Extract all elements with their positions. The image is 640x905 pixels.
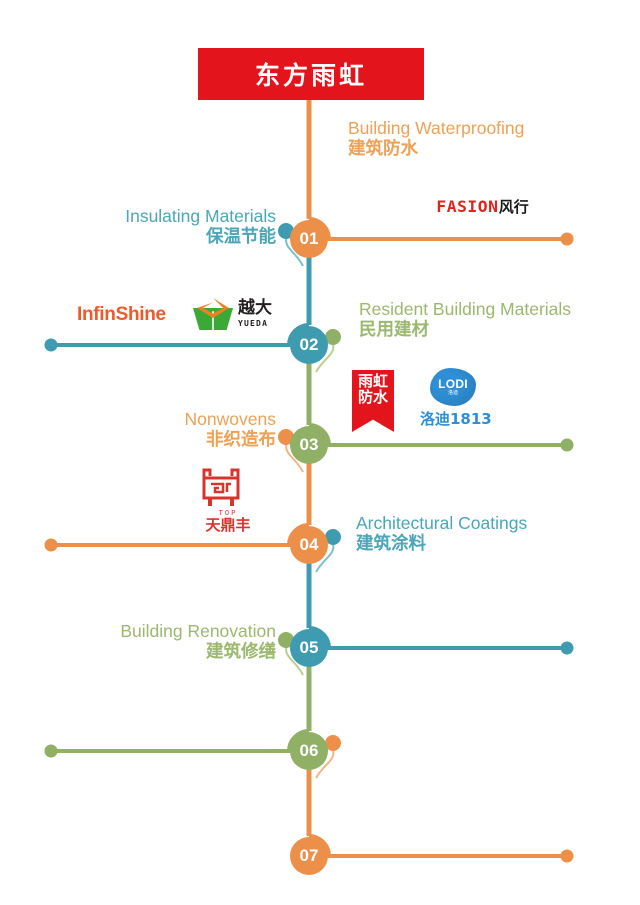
endpoint-dot-03 bbox=[560, 438, 574, 452]
elbow-04 bbox=[51, 523, 310, 547]
logo-yueda-cn: 越大 bbox=[238, 298, 272, 318]
logo-lodi-cn: 洛迪1813 bbox=[420, 410, 492, 428]
label-cn-03: 民用建材 bbox=[359, 320, 429, 341]
logo-lodi-mark-sub: 洛迪 bbox=[447, 390, 458, 396]
endpoint-dot-02 bbox=[44, 338, 58, 352]
label-insulating-materials: Insulating Materials 保温节能 bbox=[125, 206, 276, 249]
endpoint-dot-04 bbox=[44, 538, 58, 552]
logo-yuhong-cn-line2: 防水 bbox=[357, 387, 388, 406]
timeline-node-04[interactable]: 04 bbox=[290, 526, 328, 564]
logo-fasion: FASION 风行 bbox=[436, 196, 529, 217]
satellite-dot-06 bbox=[325, 735, 341, 751]
satellite-dot-02 bbox=[325, 329, 341, 345]
timeline-node-03[interactable]: 03 bbox=[290, 426, 328, 464]
label-en-01: Building Waterproofing bbox=[348, 118, 525, 138]
timeline-node-02[interactable]: 02 bbox=[290, 326, 328, 364]
brand-title-text: 东方雨虹 bbox=[254, 61, 367, 90]
label-en-04: Nonwovens bbox=[184, 409, 276, 429]
endpoint-dot-07 bbox=[560, 849, 574, 863]
node-number-07: 07 bbox=[299, 846, 319, 865]
label-building-waterproofing: Building Waterproofing 建筑防水 bbox=[348, 118, 524, 161]
label-architectural-coatings: Architectural Coatings 建筑涂料 bbox=[356, 513, 527, 556]
logo-yueda-latin: YUEDA bbox=[238, 319, 269, 328]
yueda-cube-icon bbox=[191, 296, 235, 332]
logo-tiandingfeng: TOP 天鼎丰 bbox=[196, 468, 260, 534]
label-en-06: Building Renovation bbox=[120, 621, 276, 641]
elbow-05 bbox=[308, 626, 567, 650]
logo-infinshine-text: InfinShine bbox=[77, 304, 166, 325]
label-building-renovation: Building Renovation 建筑修缮 bbox=[120, 621, 276, 664]
lodi-badge-icon: LODI 洛迪 bbox=[430, 368, 476, 406]
timeline-node-06[interactable]: 06 bbox=[290, 732, 328, 770]
node-number-06: 06 bbox=[299, 741, 319, 760]
logo-yuhong-waterproof: 雨虹 防水 bbox=[352, 370, 394, 432]
label-resident-building-materials: Resident Building Materials 民用建材 bbox=[359, 299, 571, 342]
logo-fasion-cn: 风行 bbox=[498, 198, 529, 216]
logo-lodi: LODI 洛迪 洛迪1813 bbox=[420, 368, 492, 429]
satellite-dot-04 bbox=[325, 529, 341, 545]
node-number-01: 01 bbox=[299, 229, 319, 248]
logo-lodi-latin: LODI bbox=[438, 377, 468, 391]
label-cn-05: 建筑涂料 bbox=[356, 534, 426, 555]
logo-yueda: 越大 YUEDA bbox=[191, 296, 272, 332]
label-cn-06: 建筑修缮 bbox=[206, 642, 276, 663]
logo-tiandingfeng-latin: TOP bbox=[218, 509, 238, 517]
brand-title-box: 东方雨虹 bbox=[198, 48, 424, 100]
label-cn-02: 保温节能 bbox=[206, 227, 276, 248]
elbow-03 bbox=[308, 423, 567, 447]
ding-vessel-icon bbox=[196, 468, 260, 508]
yuhong-ribbon-icon: 雨虹 防水 bbox=[352, 370, 394, 432]
label-en-03: Resident Building Materials bbox=[359, 299, 572, 319]
label-cn-01: 建筑防水 bbox=[348, 139, 418, 160]
elbow-06 bbox=[51, 729, 310, 753]
endpoint-dot-05 bbox=[560, 641, 574, 655]
node-number-05: 05 bbox=[299, 638, 319, 657]
label-cn-04: 非织造布 bbox=[206, 430, 276, 451]
timeline-node-01[interactable]: 01 bbox=[290, 220, 328, 258]
logo-yuhong-cn-line1: 雨虹 bbox=[357, 372, 388, 390]
logo-infinshine: InfinShine bbox=[77, 304, 166, 326]
endpoint-dot-06 bbox=[44, 744, 58, 758]
logo-fasion-latin: FASION bbox=[436, 197, 499, 216]
elbow-07 bbox=[308, 834, 567, 858]
label-nonwovens: Nonwovens 非织造布 bbox=[185, 409, 276, 452]
node-number-03: 03 bbox=[299, 435, 319, 454]
logo-yueda-wordmark: 越大 YUEDA bbox=[238, 298, 272, 329]
endpoint-dot-01 bbox=[560, 232, 574, 246]
node-number-02: 02 bbox=[299, 335, 319, 354]
logo-tiandingfeng-cn: 天鼎丰 bbox=[205, 516, 251, 534]
label-en-02: Insulating Materials bbox=[125, 206, 276, 226]
node-number-04: 04 bbox=[299, 535, 319, 554]
label-en-05: Architectural Coatings bbox=[356, 513, 528, 533]
timeline-node-05[interactable]: 05 bbox=[290, 629, 328, 667]
timeline-node-07[interactable]: 07 bbox=[290, 837, 328, 875]
elbow-01 bbox=[308, 217, 567, 241]
